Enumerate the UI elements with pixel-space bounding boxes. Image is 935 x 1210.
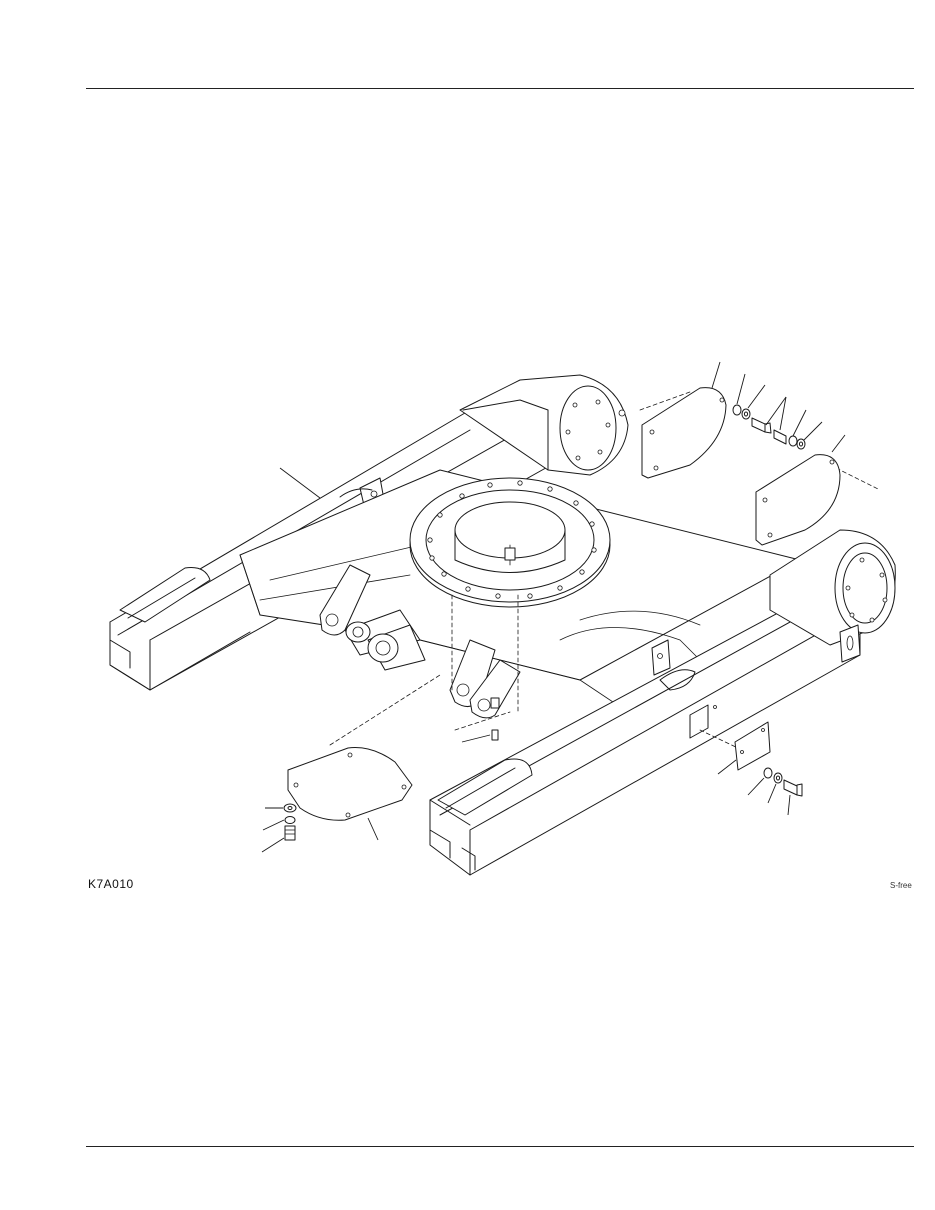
upper-end-housing — [459, 374, 629, 476]
upper-fasteners — [732, 404, 806, 450]
blade-brackets — [319, 564, 521, 719]
right-end-housing — [769, 529, 896, 663]
callout-leaders — [261, 361, 846, 853]
lower-fasteners — [283, 729, 499, 841]
side-fasteners — [763, 767, 803, 797]
swing-circle — [409, 477, 611, 608]
ring-bolt-holes — [427, 480, 597, 599]
upper-cover-plate-1 — [641, 387, 727, 479]
upper-cover-plate-2 — [755, 454, 841, 546]
figure-note: S-free — [890, 881, 912, 890]
side-cover-plate — [734, 721, 771, 771]
header-rule — [86, 88, 914, 89]
footer-rule — [86, 1146, 914, 1147]
lower-cover-plate — [287, 747, 413, 821]
figure-code: K7A010 — [88, 877, 134, 891]
